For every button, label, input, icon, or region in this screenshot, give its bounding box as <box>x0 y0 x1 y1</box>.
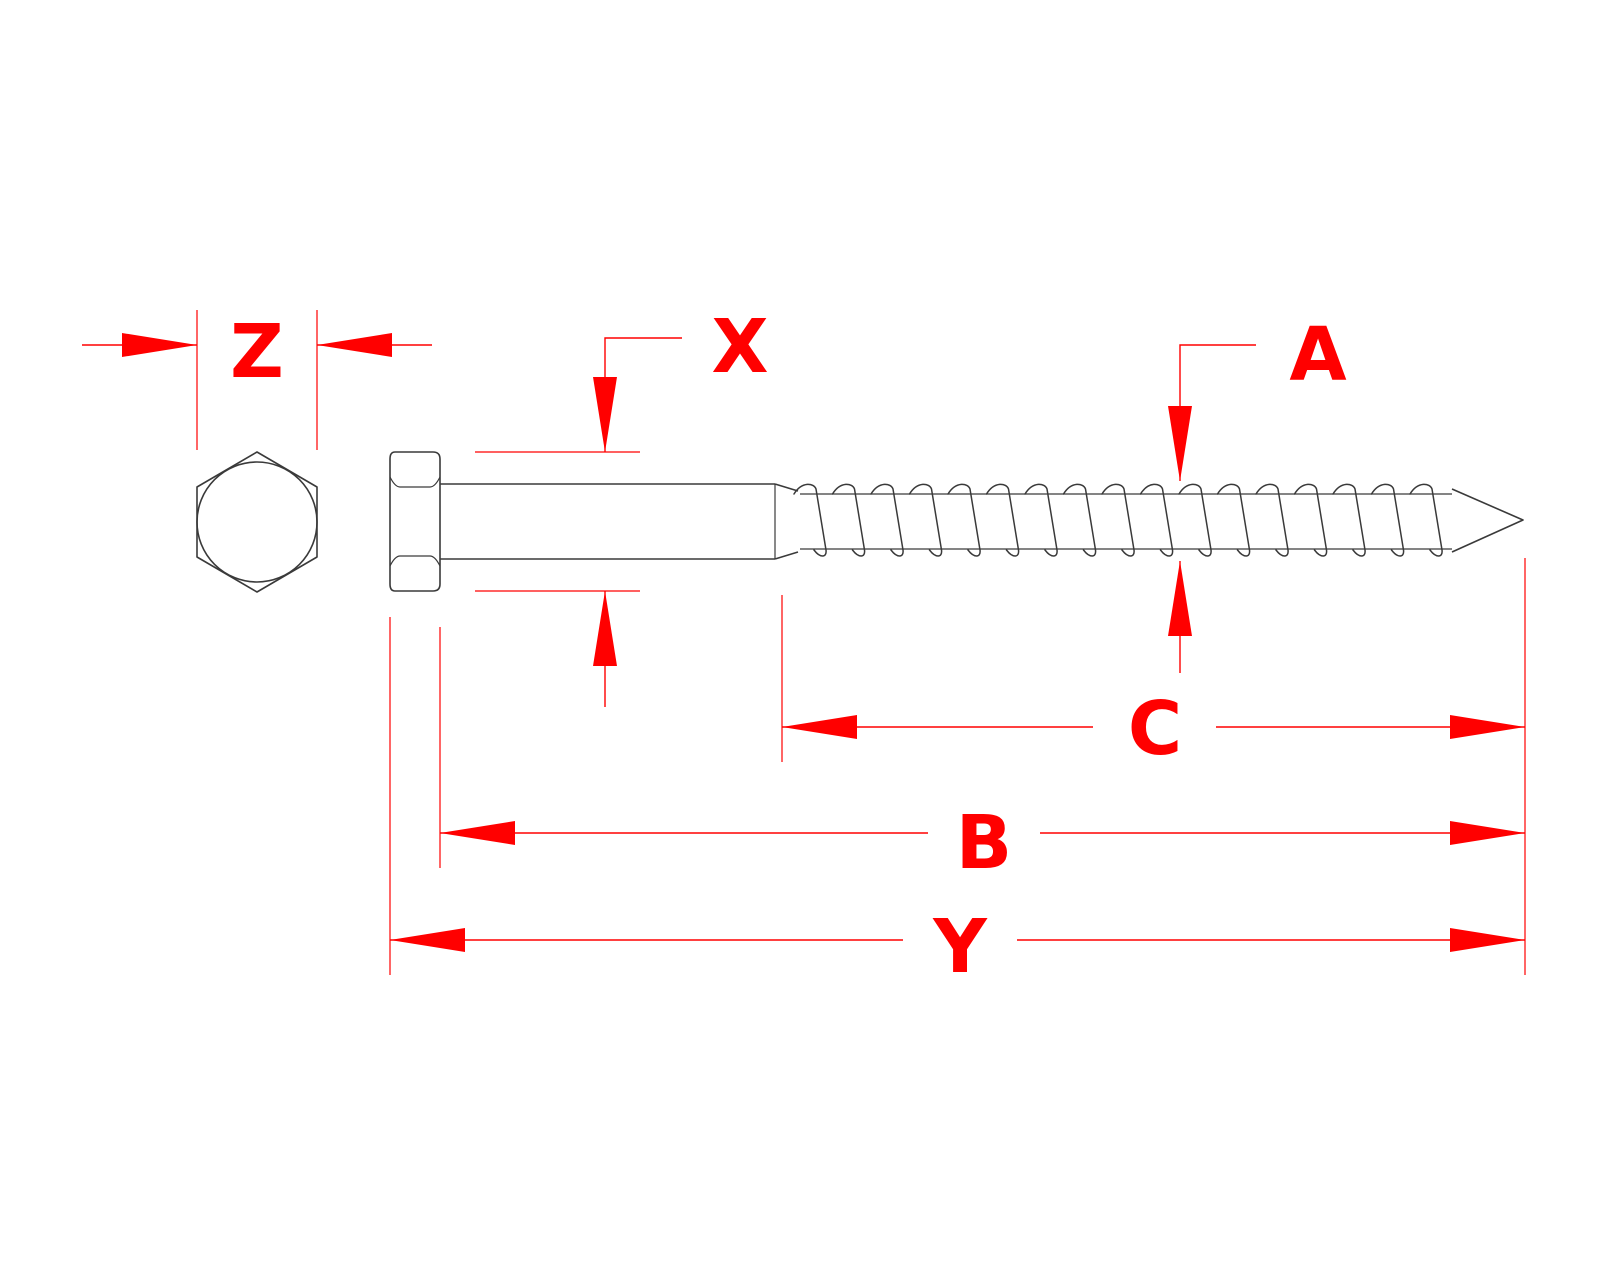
a-arrow-top <box>1168 406 1192 481</box>
thread-crest <box>1255 483 1289 557</box>
shank-taper-top <box>774 483 799 492</box>
z-arrow-right <box>317 333 392 357</box>
dimension-y: Y <box>390 904 1525 990</box>
thread-crest <box>1101 483 1135 557</box>
label-c: C <box>1128 686 1182 772</box>
label-b: B <box>956 800 1012 886</box>
a-leader-top <box>1179 344 1256 481</box>
head-lower-facet <box>389 555 441 567</box>
thread-crest <box>1332 483 1366 557</box>
head-outline <box>389 451 441 592</box>
x-arrow-top <box>593 377 617 452</box>
thread-crest <box>831 483 866 557</box>
length-extension-lines <box>389 558 1526 975</box>
threaded-section <box>793 483 1452 557</box>
hex-head-chamfer-circle <box>196 461 318 583</box>
thread-crest <box>1370 483 1405 557</box>
shank <box>440 483 799 560</box>
label-x: X <box>711 304 768 390</box>
label-z: Z <box>230 309 284 395</box>
label-a: A <box>1289 312 1346 398</box>
thread-crest <box>1024 483 1058 557</box>
thread-crest <box>1062 483 1097 557</box>
bolt-head-side-view <box>389 451 441 592</box>
c-arrow-left <box>782 715 857 739</box>
thread-crest <box>1293 483 1328 557</box>
b-arrow-left <box>440 821 515 845</box>
x-leader-top <box>604 337 682 452</box>
x-arrow-bottom <box>593 591 617 666</box>
b-arrow-right <box>1450 821 1525 845</box>
thread-crest <box>1216 483 1251 557</box>
thread-crest <box>1409 483 1443 557</box>
a-arrow-bottom <box>1168 561 1192 636</box>
thread-crest <box>908 483 943 557</box>
thread-crest <box>793 483 827 557</box>
hex-head-end-view <box>196 451 318 593</box>
y-arrow-right <box>1450 928 1525 952</box>
z-arrow-left <box>122 333 197 357</box>
dimension-b: B <box>440 800 1525 886</box>
thread-crest <box>1139 483 1174 557</box>
c-arrow-right <box>1450 715 1525 739</box>
head-upper-facet <box>389 476 441 488</box>
screw-tip <box>1451 488 1524 553</box>
hex-head-outline <box>196 451 318 593</box>
thread-crest <box>985 483 1020 557</box>
thread-crest <box>870 483 904 557</box>
y-arrow-left <box>390 928 465 952</box>
shank-taper-bottom <box>774 551 799 560</box>
thread-crest <box>947 483 981 557</box>
label-y: Y <box>932 904 988 990</box>
dimension-z: Z <box>82 309 432 450</box>
thread-crest <box>1178 483 1212 557</box>
dimension-c: C <box>782 686 1525 772</box>
tip-outline <box>1451 488 1524 553</box>
dimension-a: A <box>1168 312 1347 673</box>
dimension-x: X <box>475 304 769 707</box>
